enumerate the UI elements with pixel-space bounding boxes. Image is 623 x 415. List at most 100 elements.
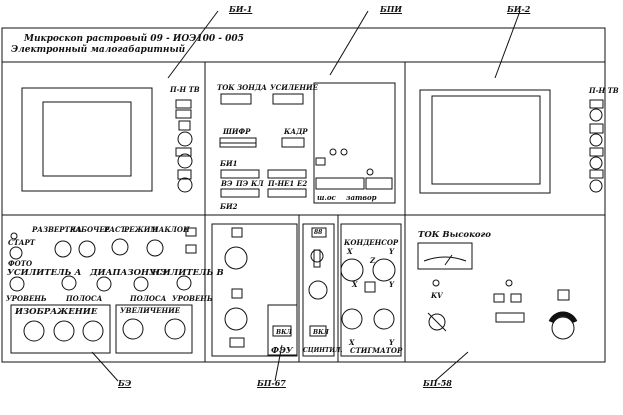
stigmator-x-knob[interactable] [341, 308, 363, 330]
hv-knob[interactable] [551, 316, 575, 340]
scint-lever[interactable] [313, 249, 321, 268]
cabinet-outline [1, 27, 606, 363]
kondensor-axis-z: Z [370, 256, 376, 265]
uroven-knob-2[interactable] [176, 275, 192, 291]
bi1-switch-a[interactable] [175, 99, 192, 109]
izobrazhenie-label: ИЗОБРАЖЕНИЕ [15, 307, 98, 317]
polosa-knob[interactable] [133, 276, 149, 292]
kv-lamp [432, 279, 440, 287]
callout-bp58: БП-58 [423, 378, 452, 388]
bi1-buttons-2[interactable] [267, 169, 307, 179]
bi2-button-1[interactable] [589, 123, 604, 134]
razvertka-knob[interactable] [54, 240, 72, 258]
callout-bpi: БПИ [380, 4, 402, 14]
scint-vkl-label: ВКЛ [313, 329, 329, 336]
stigmator-axis-x: X [349, 338, 355, 347]
bpi-row-ve: ВЭ [221, 179, 233, 188]
bp58-button-1[interactable] [493, 293, 505, 303]
uroven-label-2: УРОВЕНЬ [172, 294, 213, 303]
naklon-knob[interactable] [146, 239, 164, 257]
usilitel-a-knob[interactable] [61, 275, 77, 291]
bpi-indicator-label-1: ш.ос [317, 193, 336, 202]
fzu-vkl-button[interactable] [272, 325, 292, 337]
bi1-knob-2[interactable] [177, 153, 193, 169]
kondensor-z-knob[interactable] [372, 258, 396, 282]
uvelichenie-knob-1[interactable] [122, 318, 144, 340]
bi1-button-2[interactable] [177, 169, 192, 180]
leader-bpi [329, 10, 369, 76]
razvertka-label: РАЗВЕРТКА [32, 225, 82, 234]
stigmator-y-knob[interactable] [373, 308, 395, 330]
polosa-label-2: ПОЛОСА [130, 294, 167, 303]
bpi-lamp-3 [366, 168, 374, 176]
bp58-button-2[interactable] [510, 293, 522, 303]
bi2-button-2[interactable] [589, 169, 604, 179]
kadr-switch[interactable] [281, 137, 305, 148]
title-line1: Микроскоп растровый 09 - ИОЭ100 - 005 [24, 34, 244, 44]
bpi-row-kl: КЛ [251, 179, 264, 188]
bp67-button-mid[interactable] [231, 288, 243, 299]
rabochee-knob[interactable] [78, 240, 96, 258]
bi1-button-1[interactable] [178, 120, 191, 131]
bi1-knob-1[interactable] [177, 131, 193, 147]
bi2-buttons-2[interactable] [267, 188, 307, 198]
scint-knob-large[interactable] [308, 280, 328, 300]
naklon-switch[interactable] [185, 244, 197, 254]
kv-label: KV [431, 291, 443, 300]
hv-button[interactable] [557, 289, 570, 301]
bi1-switch-c[interactable] [175, 147, 192, 157]
rast-knob[interactable] [111, 238, 129, 256]
bpi-mode-buttons[interactable] [315, 177, 365, 190]
shifr-switch[interactable] [219, 137, 257, 148]
rezhim-switch[interactable] [185, 227, 197, 237]
fzu-module [267, 304, 298, 356]
bp67-knob-1[interactable] [224, 246, 248, 270]
bpi-indicator-1 [315, 157, 326, 166]
bi1-switch-b[interactable] [175, 109, 192, 119]
bpi-indicator-label-2: затвор [346, 193, 377, 202]
bi1-knob-3[interactable] [177, 177, 193, 193]
fzu-vkl-label: ВКЛ [276, 329, 292, 336]
diapazon-knob[interactable] [96, 276, 112, 292]
stigmator-label: СТИГМАТОР [350, 346, 403, 355]
bpi-lamp-2 [340, 148, 348, 156]
izobrazhenie-knob-3[interactable] [82, 320, 104, 342]
tok-zonda-label: ТОК ЗОНДА [217, 83, 267, 92]
bi2-knob-1[interactable] [589, 108, 603, 122]
bpi-shutter-buttons[interactable] [365, 177, 393, 190]
kondensor-axis-y2: Y [389, 280, 394, 289]
tok-label: ТОК Высокого [418, 230, 491, 240]
izobrazhenie-knob-1[interactable] [23, 320, 45, 342]
bp67-knob-2[interactable] [224, 307, 248, 331]
counter-display [311, 227, 327, 238]
scint-knob-small[interactable] [310, 249, 324, 263]
uvelichenie-knob-2[interactable] [164, 318, 186, 340]
diapazon-label: ДИАПАЗОН НЭ [90, 268, 167, 278]
kondensor-x-knob[interactable] [340, 258, 364, 282]
shifr-label: ШИФР [223, 127, 251, 136]
bi2-knob-3[interactable] [589, 156, 603, 170]
bp67-button-bottom[interactable] [229, 337, 245, 348]
bi1-buttons-1[interactable] [220, 169, 260, 179]
bi2-switch-a[interactable] [589, 99, 604, 109]
scint-vkl-button[interactable] [309, 325, 327, 337]
start-button[interactable] [9, 246, 23, 260]
bp58-switch[interactable] [495, 312, 525, 323]
leader-bp67 [274, 344, 283, 382]
fzu-label: ФЭУ [271, 346, 293, 356]
bi1-group-label: БИ1 [220, 159, 238, 168]
bi2-knob-2[interactable] [589, 133, 603, 147]
bp67-button-top[interactable] [231, 227, 243, 238]
bi2-buttons-1[interactable] [220, 188, 260, 198]
kv-knob[interactable] [428, 313, 446, 331]
uvelichenie-label: УВЕЛИЧЕНИЕ [120, 306, 181, 315]
foto-label: ФОТО [8, 259, 33, 268]
bi2-switch-b[interactable] [589, 147, 604, 157]
bi2-knob-4[interactable] [589, 179, 603, 193]
usilenie-label: УСИЛЕНИЕ [270, 83, 318, 92]
uroven-knob-1[interactable] [9, 276, 25, 292]
uvelichenie-group [115, 304, 193, 354]
kondensor-button[interactable] [364, 281, 376, 293]
izobrazhenie-knob-2[interactable] [53, 320, 75, 342]
izobrazhenie-group [10, 304, 111, 354]
